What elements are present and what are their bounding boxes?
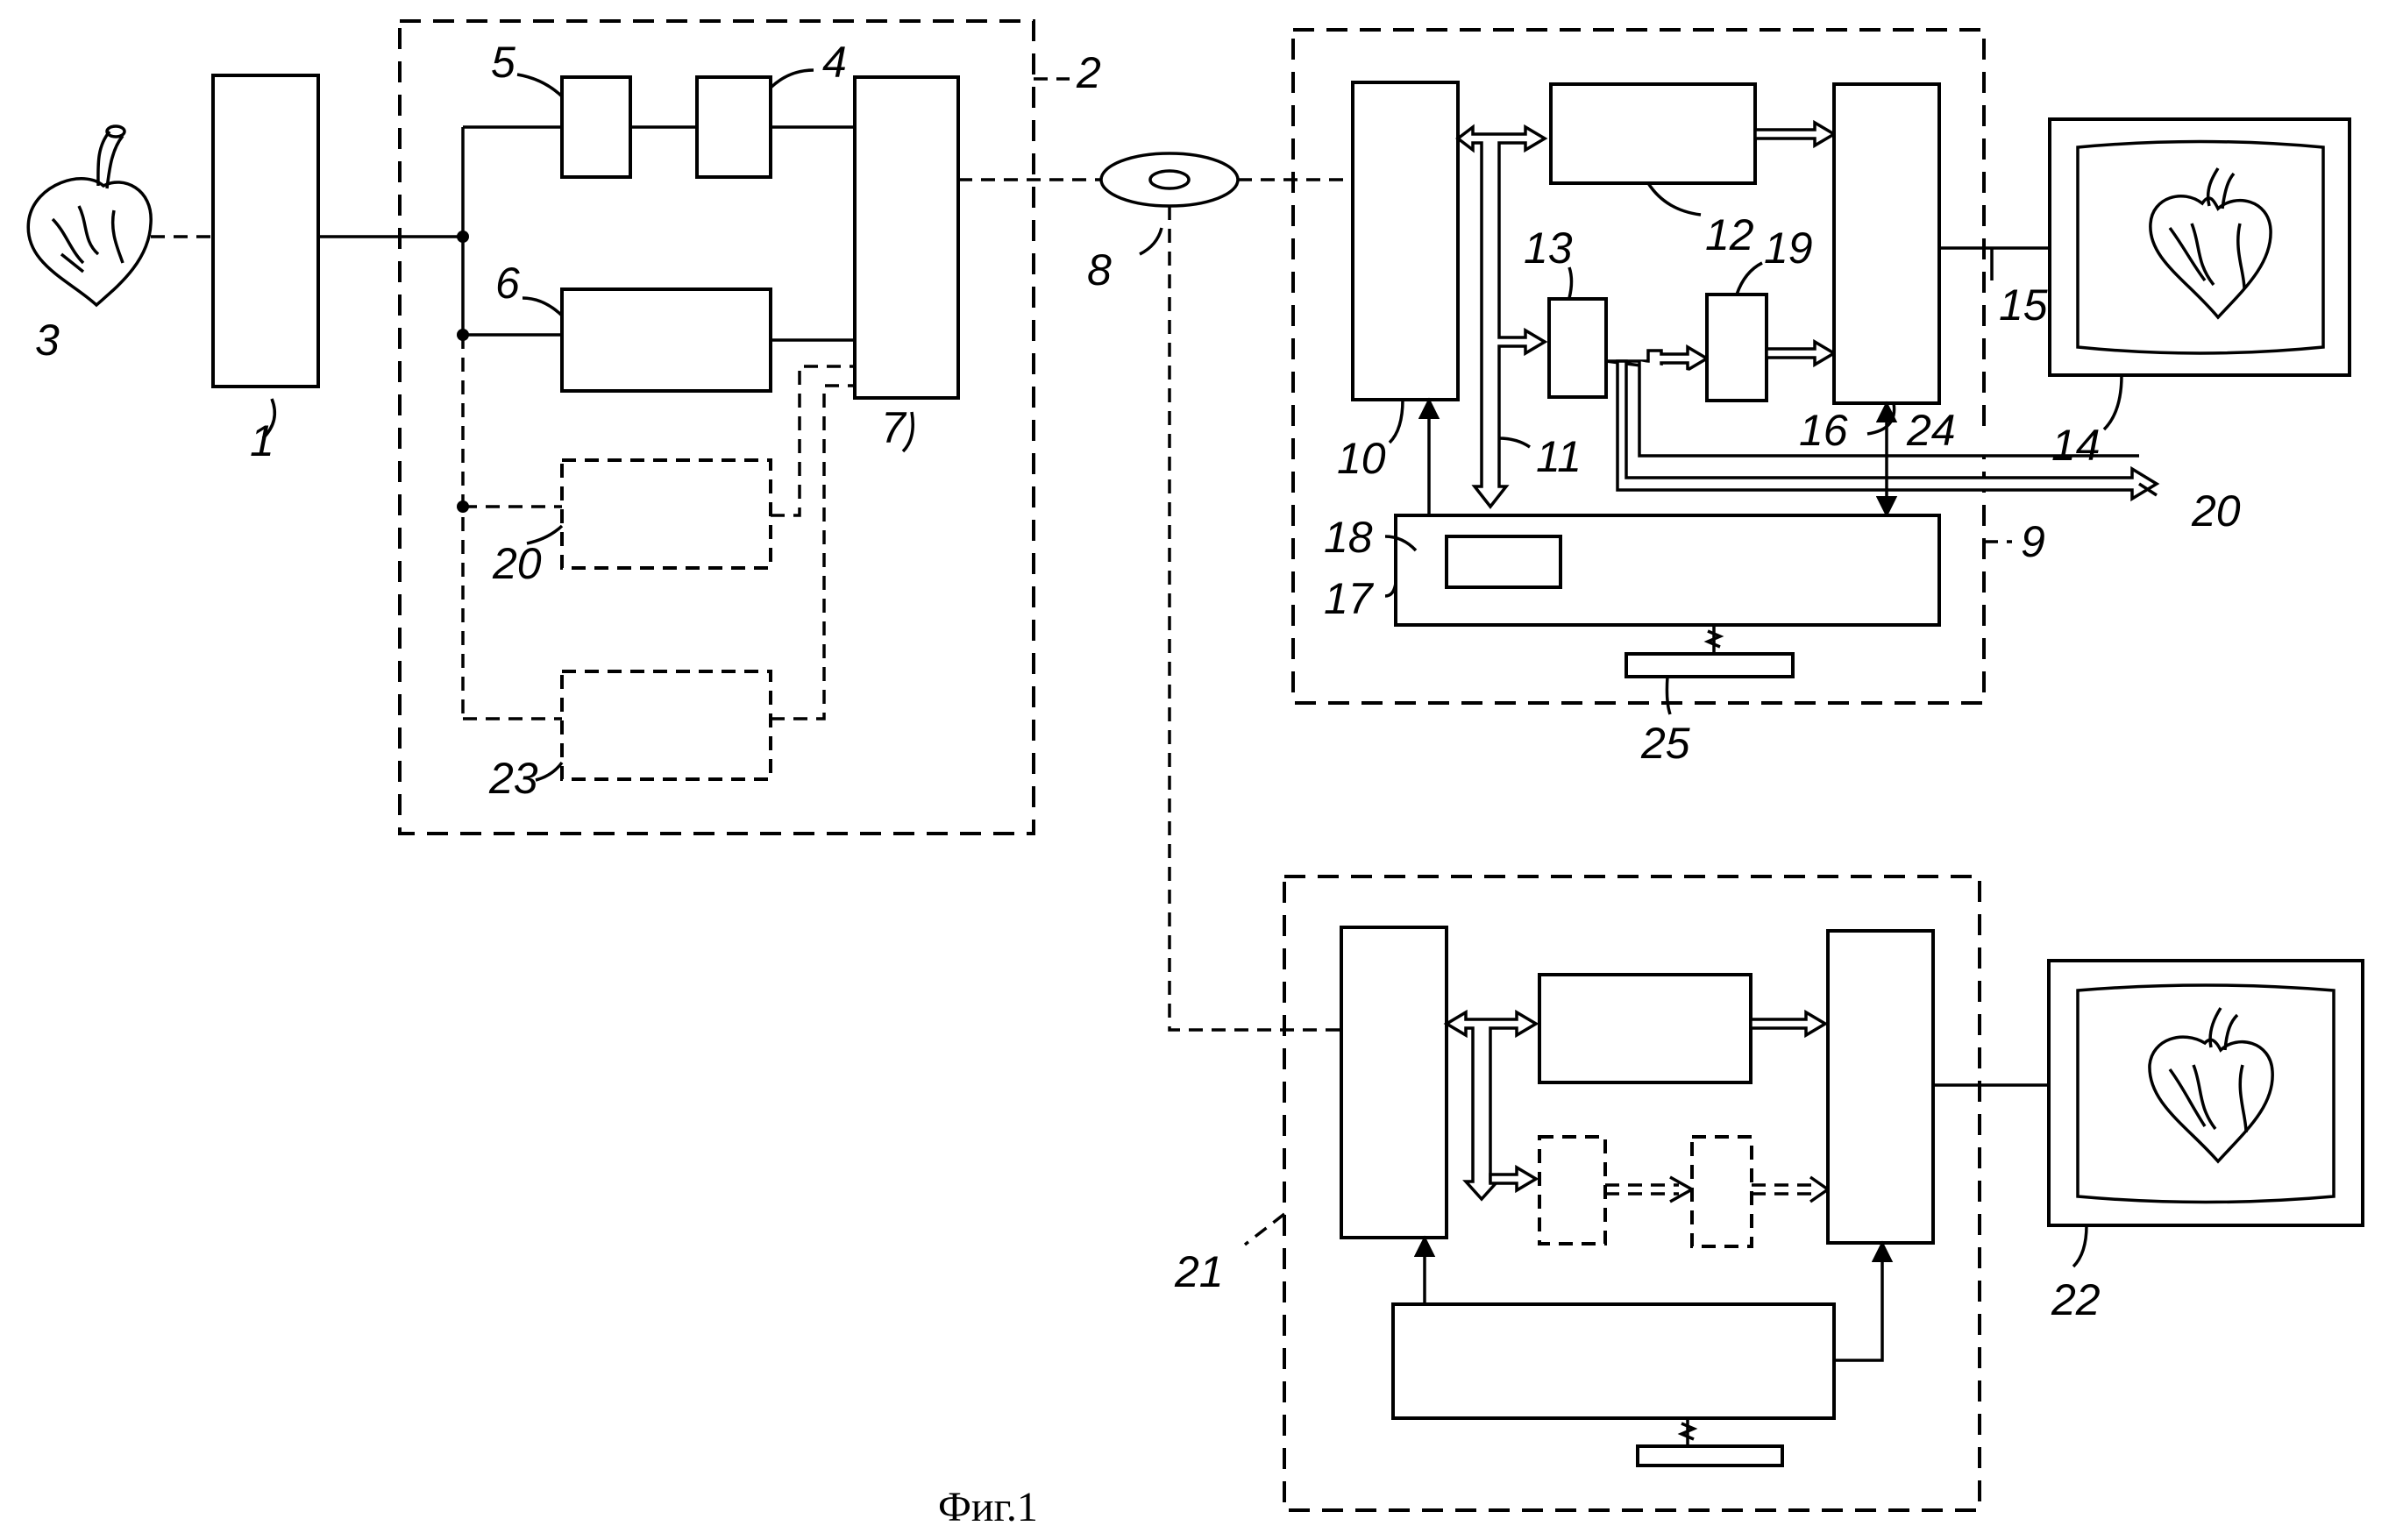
block-20-optional (562, 460, 771, 568)
label-25: 25 (1640, 719, 1690, 768)
block-21-upper (1539, 975, 1751, 1082)
label-24: 24 (1906, 406, 1956, 455)
block-4 (697, 77, 771, 177)
block-5 (562, 77, 630, 177)
label-13: 13 (1524, 224, 1573, 273)
label-19: 19 (1764, 224, 1813, 273)
monitor-icon-22 (2049, 961, 2363, 1225)
label-5: 5 (491, 38, 515, 87)
label-20-output: 20 (2191, 486, 2241, 536)
block-21-input (1341, 927, 1447, 1238)
label-22: 22 (2051, 1275, 2101, 1324)
label-1: 1 (250, 416, 274, 465)
label-18: 18 (1324, 513, 1373, 562)
block-18 (1447, 536, 1561, 587)
block-19 (1707, 295, 1767, 401)
block-21-keyboard (1638, 1446, 1782, 1465)
bus-11 (1458, 127, 1545, 507)
block-21-control (1393, 1304, 1834, 1418)
disk-icon-8 (1101, 153, 1238, 206)
label-20-group2: 20 (492, 539, 542, 588)
block-25 (1626, 654, 1793, 677)
figure-caption: Фиг.1 (938, 1484, 1038, 1530)
block-7 (855, 77, 958, 398)
block-1 (213, 75, 318, 387)
label-23: 23 (488, 754, 538, 803)
heart-icon-source (28, 126, 151, 305)
block-21-optional-a (1539, 1137, 1605, 1244)
label-8: 8 (1087, 245, 1112, 295)
block-21-output (1828, 931, 1933, 1243)
label-12: 12 (1705, 210, 1754, 259)
label-4: 4 (822, 38, 847, 87)
label-2: 2 (1076, 48, 1101, 97)
label-16: 16 (1799, 406, 1848, 455)
block-13 (1549, 299, 1606, 397)
block-12 (1551, 84, 1755, 183)
label-6: 6 (495, 259, 520, 308)
label-14: 14 (2051, 421, 2101, 470)
monitor-icon-14 (2050, 119, 2350, 375)
block-21-optional-b (1692, 1137, 1752, 1246)
label-9: 9 (2021, 517, 2045, 566)
label-7: 7 (881, 403, 907, 452)
label-10: 10 (1337, 434, 1386, 483)
label-17: 17 (1324, 574, 1375, 623)
block-10 (1353, 82, 1458, 400)
label-21: 21 (1174, 1247, 1224, 1296)
block-23-optional (562, 671, 771, 779)
label-3: 3 (35, 316, 60, 365)
block-16 (1834, 84, 1939, 403)
block-6 (562, 289, 771, 391)
label-15: 15 (1999, 280, 2048, 330)
label-11: 11 (1536, 432, 1582, 481)
